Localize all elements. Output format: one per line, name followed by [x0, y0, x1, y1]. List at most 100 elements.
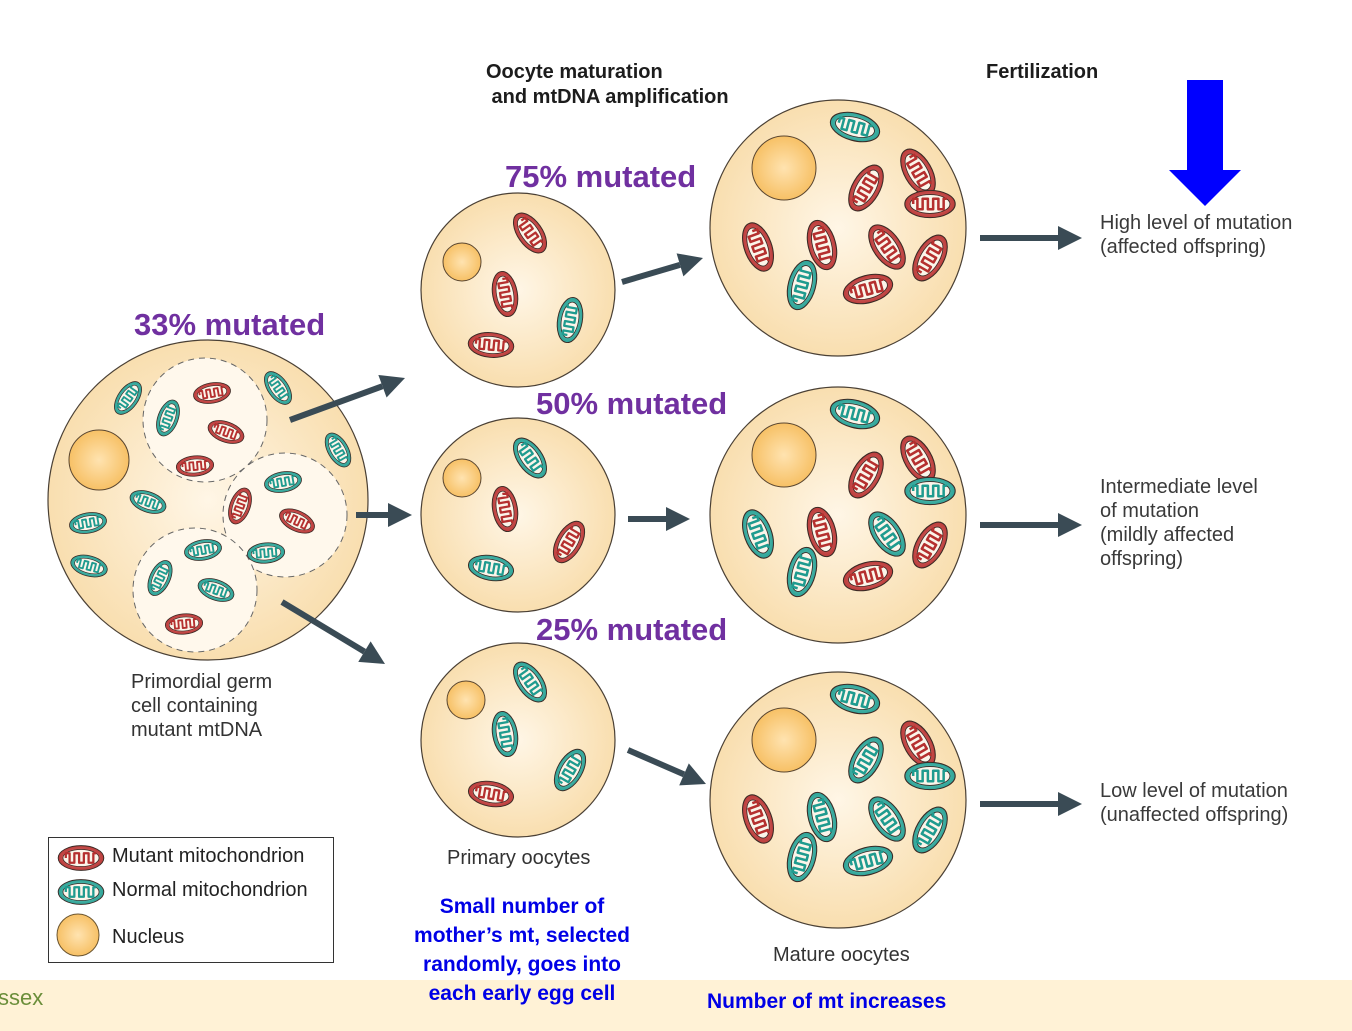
normal-mitochondrion	[197, 578, 235, 602]
arrow-mature-to-outcome-low	[980, 792, 1082, 816]
mutant-mitochondrion	[842, 560, 894, 592]
normal-mitochondrion	[129, 490, 167, 514]
normal-mitochondrion	[904, 761, 956, 791]
normal-mitochondrion	[553, 748, 587, 792]
normal-mitochondrion	[786, 546, 818, 598]
mutant-mitochondrion	[164, 613, 204, 635]
percent-label-25: 25% mutated	[536, 612, 728, 647]
legend-label-normal: Normal mitochondrion	[112, 879, 308, 901]
normal-mitochondrion	[491, 710, 519, 758]
mature-oocyte-mid	[709, 386, 967, 644]
mutant-mitochondrion	[491, 485, 519, 533]
normal-mitochondrion	[512, 661, 548, 703]
arrow-germ-to-low	[280, 599, 385, 664]
nucleus	[68, 429, 130, 491]
nucleus	[751, 707, 817, 773]
nucleus	[446, 680, 486, 720]
mutant-mitochondrion	[806, 506, 838, 558]
mutant-mitochondrion	[228, 487, 252, 525]
highlight-down-arrow-icon	[1169, 80, 1241, 206]
normal-mitochondrion	[69, 512, 107, 534]
mature-oocyte-high	[709, 99, 967, 357]
outcome-intermediate: Intermediate level of mutation (mildly a…	[1100, 476, 1258, 570]
normal-mitochondrion	[70, 554, 108, 578]
nucleus	[442, 242, 482, 282]
mutant-mitochondrion	[512, 212, 548, 254]
normal-mitochondrion	[246, 542, 286, 564]
outcome-high: High level of mutation (affected offspri…	[1100, 212, 1293, 258]
nucleus	[442, 458, 482, 498]
arrow-mature-to-outcome-mid	[980, 513, 1082, 537]
normal-mitochondrion	[324, 432, 352, 468]
arrow-primary-to-mature-mid	[628, 507, 690, 531]
mutant-mitochondrion	[467, 780, 515, 808]
mutant-mitochondrion	[912, 234, 948, 282]
nucleus	[751, 135, 817, 201]
legend-label-mutant: Mutant mitochondrion	[112, 845, 305, 867]
mutant-mitochondrion	[742, 794, 774, 844]
primary-oocyte-mid	[420, 417, 616, 613]
cytoplasm	[47, 339, 369, 661]
arrow-primary-to-mature-low	[626, 747, 706, 786]
normal-mitochondrion	[904, 476, 956, 506]
legend: Mutant mitochondrion Normal mitochondrio…	[48, 837, 334, 963]
normal-mitochondrion	[912, 806, 948, 854]
primary-oocyte-low	[420, 642, 616, 838]
normal-mitochondrion	[829, 398, 881, 430]
legend-label-nucleus: Nucleus	[112, 926, 185, 948]
nucleus-icon	[56, 913, 100, 957]
normal-mitochondrion	[147, 560, 173, 596]
primordial-germ-cell	[47, 339, 369, 661]
germ-cell-subregion	[132, 527, 258, 653]
mutant-mitochondrion	[842, 273, 894, 305]
caption-primary-oocytes: Primary oocytes	[447, 847, 591, 869]
mutant-mitochondrion	[848, 451, 884, 499]
mutant-mitochondrion-icon	[57, 845, 105, 871]
mutant-mitochondrion	[552, 520, 586, 564]
normal-mitochondrion	[786, 259, 818, 311]
mutant-mitochondrion	[742, 222, 774, 272]
outcome-low: Low level of mutation (unaffected offspr…	[1100, 780, 1289, 826]
mutant-mitochondrion	[467, 332, 515, 358]
normal-mitochondrion	[264, 371, 292, 405]
arrow-germ-to-mid	[356, 503, 412, 527]
percent-label-50: 50% mutated	[536, 386, 728, 421]
normal-mitochondrion	[57, 879, 105, 905]
percent-label-germ-cell: 33% mutated	[134, 307, 326, 342]
normal-mitochondrion	[512, 437, 548, 479]
normal-mitochondrion	[806, 791, 838, 843]
heading-oocyte-maturation: Oocyte maturation and mtDNA amplificatio…	[486, 61, 729, 108]
mutant-mitochondrion	[279, 508, 315, 534]
caption-germ-cell: Primordial germ cell containing mutant m…	[131, 671, 273, 741]
primary-oocyte-high	[420, 192, 616, 388]
mature-oocyte-low	[709, 671, 967, 929]
normal-mitochondrion	[467, 554, 515, 582]
normal-mitochondrion	[848, 736, 884, 784]
heading-fertilization: Fertilization	[986, 61, 1099, 83]
normal-mitochondrion	[156, 399, 180, 437]
normal-mitochondrion	[786, 831, 818, 883]
mutant-mitochondrion	[868, 224, 906, 270]
caption-mature-oocytes: Mature oocytes	[773, 944, 910, 966]
note-amplification: Number of mt increases	[707, 990, 947, 1013]
mutant-mitochondrion	[912, 521, 948, 569]
mutant-mitochondrion	[193, 382, 231, 404]
normal-mitochondrion	[742, 509, 774, 559]
note-random-selection: Small number of mother’s mt, selected ra…	[414, 895, 630, 1005]
normal-mitochondrion	[264, 471, 302, 493]
normal-mitochondrion	[829, 111, 881, 143]
mutant-mitochondrion	[491, 270, 519, 318]
normal-mitochondrion	[842, 845, 894, 877]
percent-label-75: 75% mutated	[505, 159, 697, 194]
mutant-mitochondrion	[175, 455, 215, 477]
normal-mitochondrion	[829, 683, 881, 715]
mutant-mitochondrion	[57, 845, 105, 871]
normal-mitochondrion-icon	[57, 879, 105, 905]
normal-mitochondrion	[114, 381, 142, 415]
arrow-mature-to-outcome-high	[980, 226, 1082, 250]
footer-brand-text: ssex	[0, 985, 44, 1010]
normal-mitochondrion	[556, 296, 584, 344]
mutant-mitochondrion	[207, 420, 245, 444]
arrow-primary-to-mature-high	[621, 253, 703, 285]
